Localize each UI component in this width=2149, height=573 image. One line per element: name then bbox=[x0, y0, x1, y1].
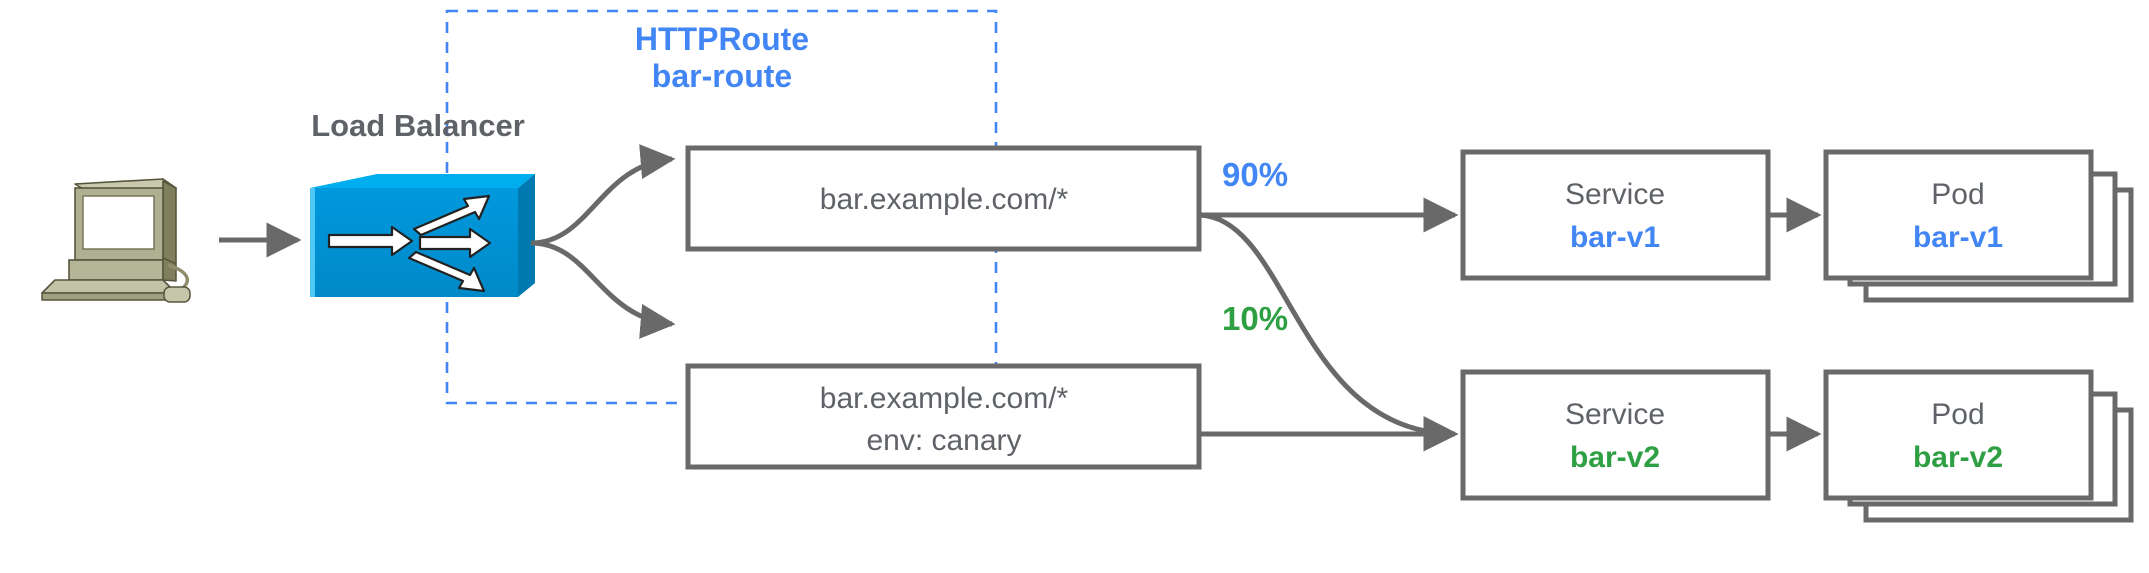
pod-bar-v2-kind: Pod bbox=[1931, 398, 1984, 431]
route-canary-line2: env: canary bbox=[866, 424, 1021, 457]
pod-bar-v2-stack[interactable] bbox=[1823, 369, 2134, 523]
service-bar-v2-kind: Service bbox=[1565, 398, 1665, 431]
service-bar-v1-name: bar-v1 bbox=[1570, 221, 1660, 254]
arrow-route-to-service-v2-canary bbox=[1198, 212, 1459, 452]
arrow-lb-to-route-canary bbox=[530, 240, 676, 339]
load-balancer-icon bbox=[310, 174, 535, 297]
route-canary-line1: bar.example.com/* bbox=[820, 382, 1069, 415]
load-balancer-label: Load Balancer bbox=[311, 108, 525, 143]
route-primary-line1: bar.example.com/* bbox=[820, 183, 1069, 216]
pod-bar-v1-kind: Pod bbox=[1931, 178, 1984, 211]
workstation-icon bbox=[41, 178, 191, 303]
weight-90-label: 90% bbox=[1222, 156, 1288, 193]
pod-bar-v2-name: bar-v2 bbox=[1913, 441, 2003, 474]
httproute-group-title-line2: bar-route bbox=[652, 58, 792, 94]
service-bar-v2-name: bar-v2 bbox=[1570, 441, 1660, 474]
pod-bar-v1-name: bar-v1 bbox=[1913, 221, 2003, 254]
httproute-group-title-line1: HTTPRoute bbox=[635, 21, 809, 57]
service-bar-v1-box[interactable] bbox=[1460, 149, 1771, 281]
arrow-lb-to-route-primary bbox=[530, 144, 676, 246]
pod-bar-v2-box[interactable] bbox=[1823, 369, 2094, 501]
weight-10-label: 10% bbox=[1222, 300, 1288, 337]
service-bar-v2-box[interactable] bbox=[1460, 369, 1771, 501]
pod-bar-v1-box[interactable] bbox=[1823, 149, 2094, 281]
service-bar-v1-kind: Service bbox=[1565, 178, 1665, 211]
route-canary-box[interactable] bbox=[685, 363, 1202, 470]
pod-bar-v1-stack[interactable] bbox=[1823, 149, 2134, 303]
route-primary-box[interactable] bbox=[685, 145, 1202, 252]
